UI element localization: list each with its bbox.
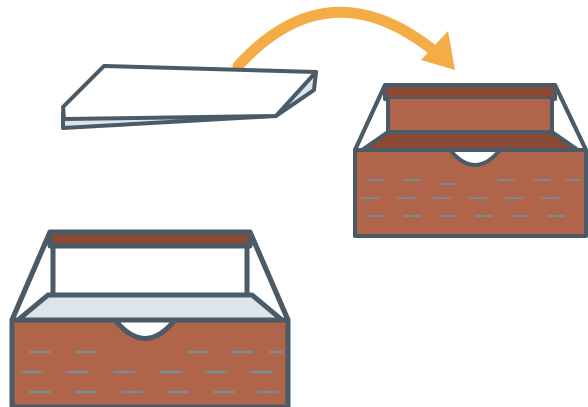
empty-tray-icon — [12, 232, 288, 407]
filled-tray-icon — [355, 85, 586, 236]
paper-stack-icon — [63, 66, 316, 128]
move-arrow-icon — [238, 12, 455, 70]
